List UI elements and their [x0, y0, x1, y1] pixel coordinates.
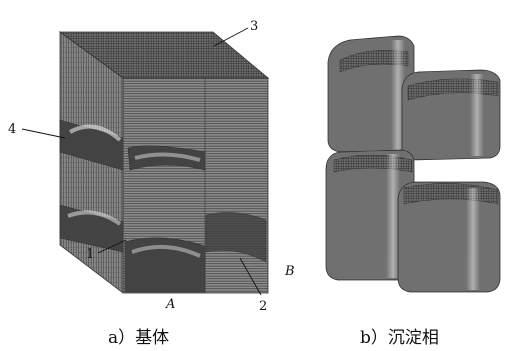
callout-3: 3	[250, 19, 258, 34]
callout-4: 4	[8, 122, 16, 137]
matrix-model: 3 4 1 2 B A a）基体	[8, 19, 295, 348]
precipitate-cube-bottom-right	[397, 181, 501, 293]
precipitate-model: b）沉淀相	[325, 35, 501, 348]
callout-3-leader	[213, 27, 249, 47]
caption-precipitate: b）沉淀相	[360, 328, 439, 348]
callout-2-leader	[239, 257, 262, 296]
callout-4-leader	[21, 128, 66, 139]
precipitate-cube-bottom-left	[325, 149, 415, 281]
matrix-cavity-upper	[59, 119, 124, 171]
precipitate-cube-top-left	[327, 35, 415, 153]
precipitate-cube-top-right	[401, 69, 501, 161]
face-label-b: B	[284, 264, 295, 279]
callout-1: 1	[86, 247, 94, 262]
caption-matrix: a）基体	[108, 328, 169, 348]
callout-2: 2	[259, 299, 267, 314]
face-label-a: A	[165, 297, 175, 312]
callout-1-leader	[97, 239, 127, 254]
